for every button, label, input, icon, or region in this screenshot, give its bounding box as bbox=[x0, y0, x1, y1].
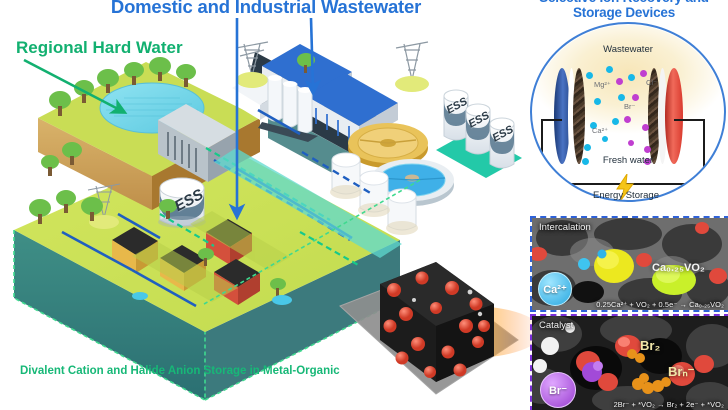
ion-anion bbox=[632, 94, 639, 101]
small-pool bbox=[272, 295, 292, 305]
ion-cation bbox=[590, 122, 597, 129]
ion-cation bbox=[602, 136, 608, 142]
storage-tanks bbox=[330, 152, 418, 235]
lightning-bolt-icon bbox=[616, 174, 634, 200]
ion-label-cl: Cl⁻ bbox=[646, 78, 658, 87]
ion-label-ca: Ca²⁺ bbox=[592, 126, 609, 135]
oxygen-atoms bbox=[383, 271, 490, 378]
ion-cation bbox=[594, 98, 601, 105]
ion-cation bbox=[612, 118, 619, 125]
panel-equation-intercalation: 0.25Ca²⁺ + VO₂ + 0.5e⁻ → Ca₀.₂₅VO₂ bbox=[596, 300, 724, 309]
energy-storage-label: Energy Storage bbox=[592, 190, 659, 201]
carbon-layer-right bbox=[648, 68, 660, 164]
carbon-layer-left bbox=[573, 68, 585, 164]
ion-cation bbox=[628, 74, 635, 81]
title-regional-hard-water: Regional Hard Water bbox=[16, 38, 183, 57]
br-ion-bubble: Br⁻ bbox=[540, 372, 576, 408]
power-pylon bbox=[235, 41, 269, 77]
ion-anion bbox=[624, 116, 631, 123]
fresh-water-label: Fresh water bbox=[602, 155, 654, 166]
ion-anion bbox=[616, 78, 623, 85]
title-selective-ion-recovery: Selective Ion Recovery and Storage Devic… bbox=[539, 0, 709, 21]
ion-anion bbox=[640, 70, 647, 77]
ion-cation bbox=[618, 94, 625, 101]
ca025vo2-label: Ca₀.₂₅VO₂ bbox=[652, 262, 705, 274]
br2-label: Br₂ bbox=[640, 338, 661, 353]
water-channel bbox=[214, 148, 402, 258]
trees bbox=[29, 53, 315, 296]
ion-cation bbox=[584, 144, 591, 151]
panel-equation-catalyst: 2Br⁻ + *VO₂ → Br₂ + 2e⁻ + *VO₂ bbox=[613, 400, 724, 409]
wastewater-label: Wastewater bbox=[603, 44, 653, 55]
separator-right bbox=[658, 68, 667, 164]
electrode-blue bbox=[554, 68, 570, 164]
ion-anion bbox=[628, 140, 634, 146]
selective-ion-device-diagram: Wastewater Mg²⁺ Ca²⁺ Cl⁻ Br⁻ bbox=[530, 22, 726, 202]
clarifier-tank-orange bbox=[348, 123, 428, 168]
ion-anion bbox=[644, 158, 651, 165]
panel-catalyst: Br⁻ Br₂ Brₙ⁻ Catalyst 2Br⁻ + *VO₂ → Br₂ … bbox=[530, 314, 728, 410]
electrode-red bbox=[665, 68, 683, 164]
ion-cation bbox=[606, 66, 613, 73]
ca-ion-bubble: Ca²⁺ bbox=[538, 272, 572, 306]
ion-label-br: Br⁻ bbox=[624, 102, 636, 111]
ion-anion bbox=[642, 124, 649, 131]
ion-cation bbox=[582, 158, 589, 165]
arrow-domestic-right bbox=[304, 17, 322, 97]
arrow-regional-hard-water bbox=[23, 58, 128, 114]
title-domestic-industrial-wastewater: Domestic and Industrial Wastewater bbox=[110, 0, 422, 17]
ion-cation bbox=[586, 72, 593, 79]
panel-title-intercalation: Intercalation bbox=[539, 222, 591, 233]
brn-label: Brₙ⁻ bbox=[668, 364, 695, 379]
panel-title-catalyst: Catalyst bbox=[539, 320, 574, 331]
isometric-landscape bbox=[13, 41, 522, 402]
ion-label-mg: Mg²⁺ bbox=[594, 80, 611, 89]
ess-unit-group-right bbox=[436, 89, 522, 178]
mof-crystal bbox=[380, 262, 494, 382]
separator-left bbox=[568, 68, 575, 164]
ion-anion bbox=[644, 146, 651, 153]
panel-intercalation: Ca²⁺ Ca₀.₂₅VO₂ Intercalation 0.25Ca²⁺ + … bbox=[530, 216, 728, 312]
caption-divalent-cation-halide-anion: Divalent Cation and Halide Anion Storage… bbox=[20, 365, 340, 377]
mof-structure bbox=[339, 262, 542, 395]
